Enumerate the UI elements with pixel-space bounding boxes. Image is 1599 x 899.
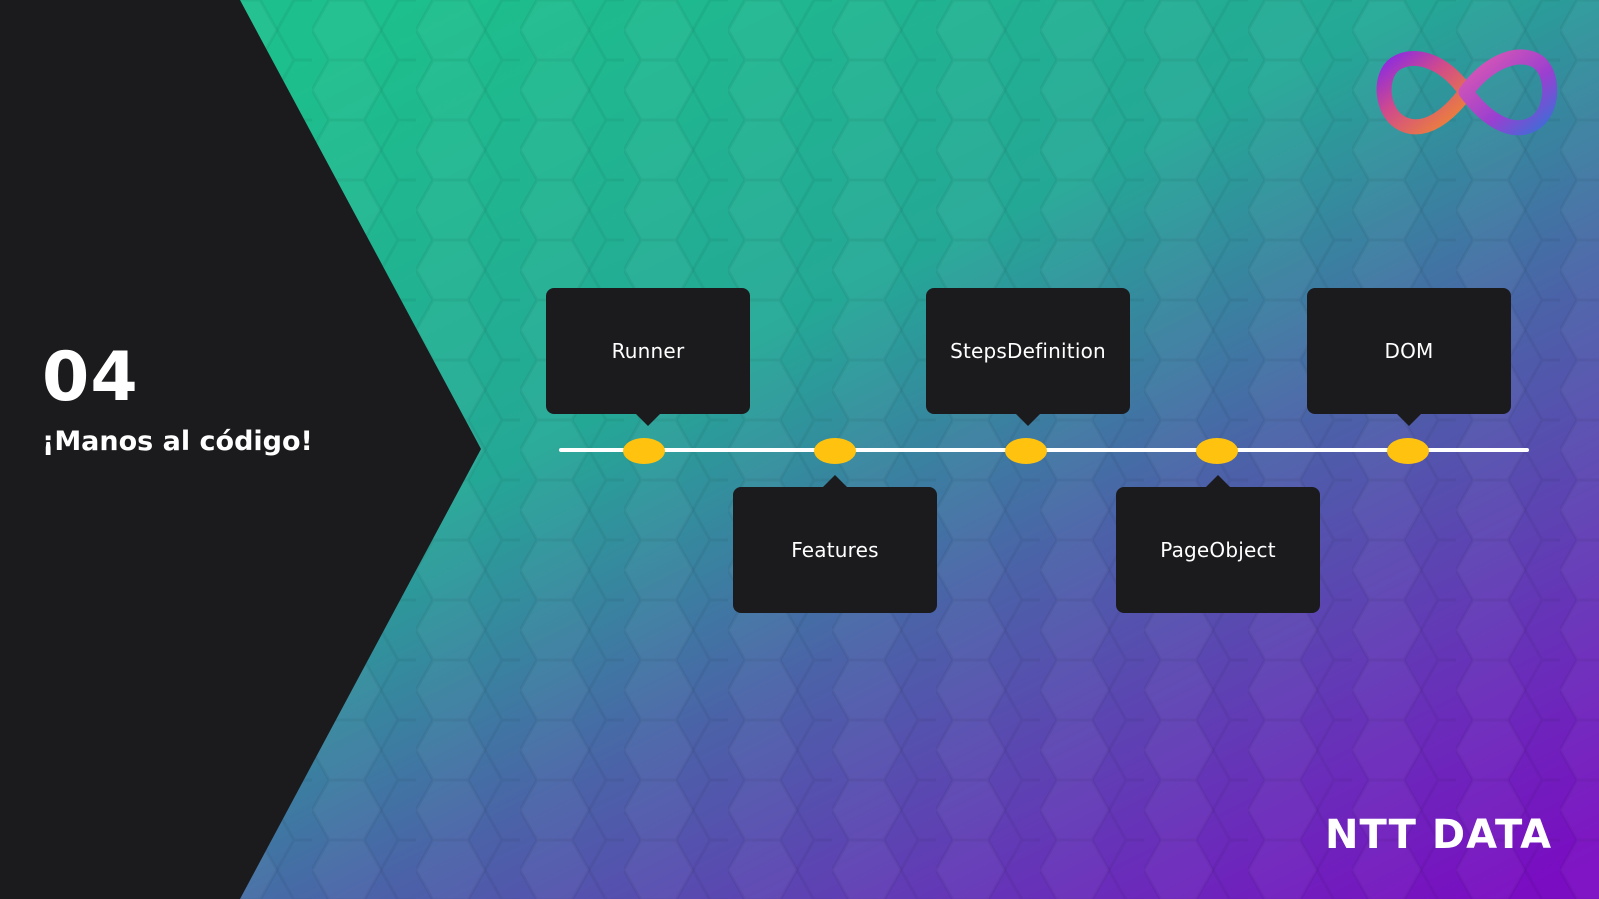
section-number: 04 (42, 338, 139, 417)
left-arrow-panel (0, 0, 481, 899)
timeline-card-features: Features (733, 475, 937, 613)
timeline-dot (623, 438, 665, 464)
timeline-card-dom: DOM (1307, 288, 1511, 426)
ntt-data-logo: NTT DATA (1325, 812, 1553, 858)
timeline-card-label: StepsDefinition (950, 339, 1106, 363)
section-title: ¡Manos al código! (42, 426, 313, 457)
timeline-card-stepsdefinition: StepsDefinition (926, 288, 1130, 426)
infinity-icon (1376, 49, 1558, 136)
timeline-card-pageobject: PageObject (1116, 475, 1320, 613)
timeline-card-label: Runner (611, 339, 685, 363)
timeline-dot (1005, 438, 1047, 464)
timeline-card-runner: Runner (546, 288, 750, 426)
section-heading: 04 ¡Manos al código! (42, 338, 313, 460)
timeline-card-label: Features (791, 538, 879, 562)
timeline-dot (1196, 438, 1238, 464)
timeline-dot (1387, 438, 1429, 464)
timeline-card-label: DOM (1384, 339, 1434, 363)
timeline-card-label: PageObject (1160, 538, 1276, 562)
timeline-dot (814, 438, 856, 464)
